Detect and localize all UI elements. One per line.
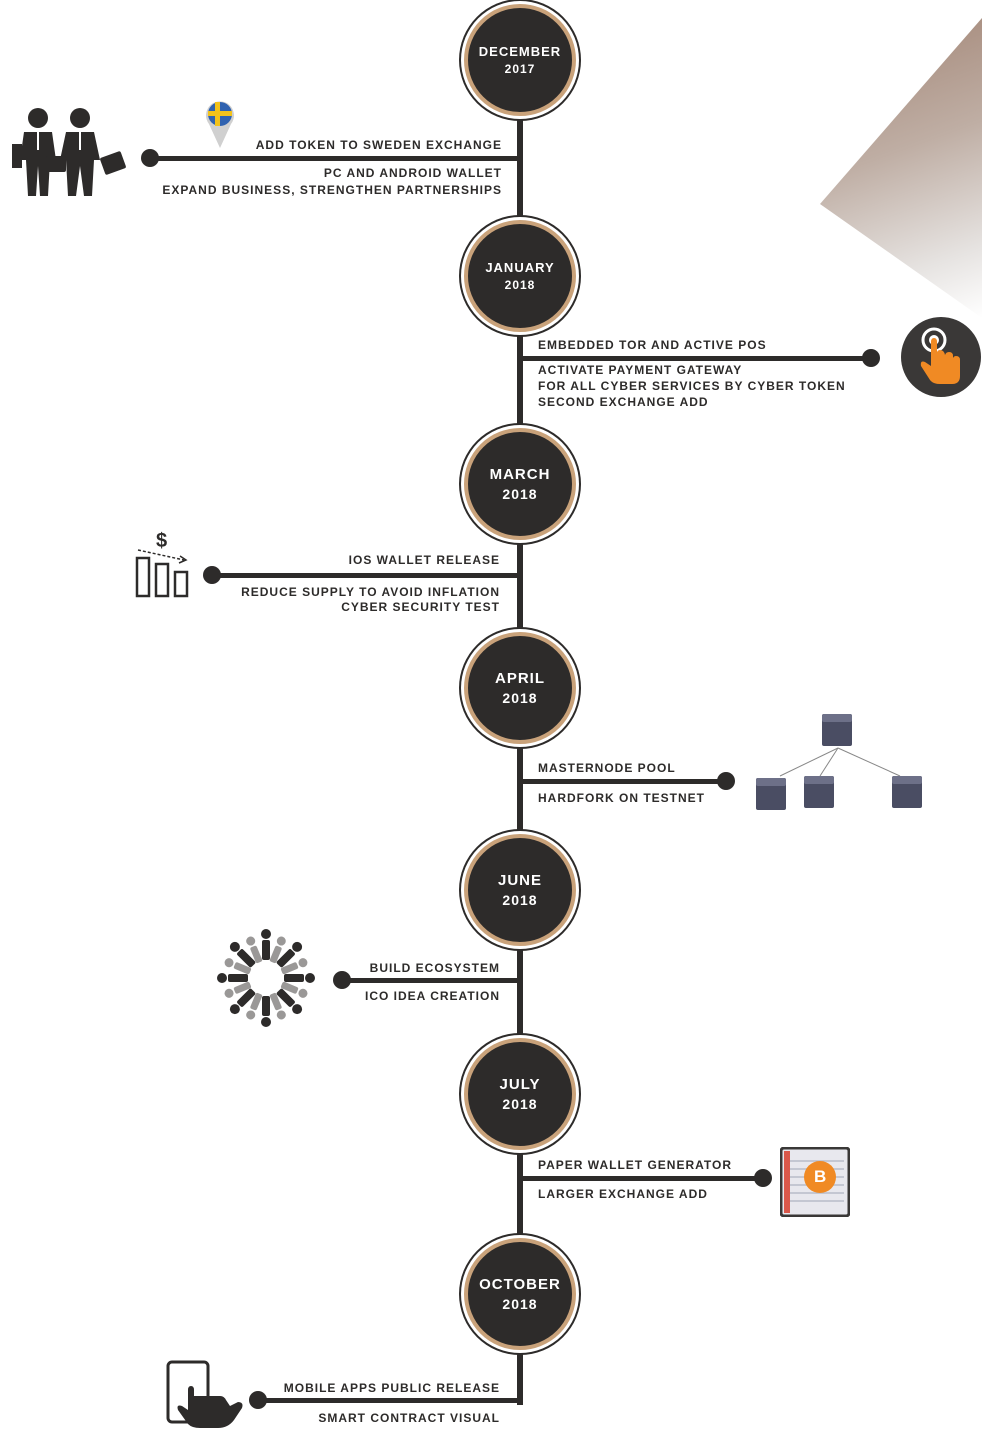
- bitcoin-symbol: B: [814, 1167, 827, 1186]
- item-text: CYBER SECURITY TEST: [341, 600, 500, 614]
- branch-line: [520, 1176, 764, 1181]
- item-text: MOBILE APPS PUBLIC RELEASE: [283, 1381, 500, 1395]
- milestone-year: 2018: [504, 278, 536, 292]
- sweden-flag-pin-icon: [206, 101, 234, 148]
- item-text: PC AND ANDROID WALLET: [323, 166, 502, 180]
- milestone-year: 2017: [504, 62, 536, 76]
- people-circle-icon: [217, 929, 315, 1027]
- branch-dot: [203, 566, 221, 584]
- item-text: ACTIVATE PAYMENT GATEWAY: [538, 363, 743, 377]
- branch-dot: [754, 1169, 772, 1187]
- item-text: BUILD ECOSYSTEM: [369, 961, 500, 975]
- branch-line: [342, 978, 522, 983]
- dollar-sign-icon: $: [156, 530, 168, 552]
- milestone-october-2018: OCTOBER 2018: [464, 1238, 576, 1350]
- bitcoin-notebook-icon: B: [780, 1147, 850, 1217]
- server-network-icon: [756, 714, 922, 810]
- item-text: ADD TOKEN TO SWEDEN EXCHANGE: [255, 138, 502, 152]
- touch-hand-icon: [901, 317, 981, 397]
- milestone-december-2017: DECEMBER 2017: [464, 4, 576, 116]
- tablet-tap-icon: [166, 1360, 243, 1428]
- branch-line: [520, 356, 872, 361]
- businessmen-handshake-icon: [12, 108, 126, 196]
- decorative-corner-shade: [820, 18, 982, 318]
- item-text: SMART CONTRACT VISUAL: [318, 1411, 500, 1425]
- item-text: MASTERNODE POOL: [538, 761, 676, 775]
- branch-dot: [862, 349, 880, 367]
- milestone-january-2018: JANUARY 2018: [464, 220, 576, 332]
- milestone-year: 2018: [502, 1096, 538, 1112]
- milestone-month: DECEMBER: [478, 44, 562, 59]
- item-text: LARGER EXCHANGE ADD: [538, 1187, 708, 1201]
- branch-dot: [249, 1391, 267, 1409]
- milestone-year: 2018: [502, 486, 538, 502]
- milestone-month: JULY: [499, 1076, 541, 1093]
- branch-dot: [717, 772, 735, 790]
- item-text: EXPAND BUSINESS, STRENGTHEN PARTNERSHIPS: [162, 183, 502, 197]
- milestone-june-2018: JUNE 2018: [464, 834, 576, 946]
- branch-line: [258, 1398, 522, 1403]
- item-text: HARDFORK ON TESTNET: [538, 791, 705, 805]
- milestone-month: MARCH: [489, 466, 551, 483]
- branch-dot: [333, 971, 351, 989]
- item-text: SECOND EXCHANGE ADD: [538, 395, 709, 409]
- milestone-april-2018: APRIL 2018: [464, 632, 576, 744]
- milestone-july-2018: JULY 2018: [464, 1038, 576, 1150]
- milestone-march-2018: MARCH 2018: [464, 428, 576, 540]
- milestone-year: 2018: [502, 892, 538, 908]
- milestone-year: 2018: [502, 1296, 538, 1312]
- item-text: FOR ALL CYBER SERVICES BY CYBER TOKEN: [538, 379, 846, 393]
- branch-dot: [141, 149, 159, 167]
- branch-line: [150, 156, 520, 161]
- milestone-month: JANUARY: [485, 260, 555, 275]
- item-text: REDUCE SUPPLY TO AVOID INFLATION: [241, 585, 500, 599]
- milestone-year: 2018: [502, 690, 538, 706]
- item-text: IOS WALLET RELEASE: [348, 553, 500, 567]
- item-text: PAPER WALLET GENERATOR: [538, 1158, 733, 1172]
- milestone-month: APRIL: [495, 670, 545, 687]
- item-text: EMBEDDED TOR AND ACTIVE POS: [538, 338, 767, 352]
- branch-line: [212, 573, 522, 578]
- branch-line: [520, 779, 726, 784]
- milestone-month: JUNE: [497, 872, 542, 889]
- item-text: ICO IDEA CREATION: [364, 989, 500, 1003]
- milestone-month: OCTOBER: [479, 1276, 561, 1293]
- dollar-decline-bars-icon: $: [134, 530, 194, 600]
